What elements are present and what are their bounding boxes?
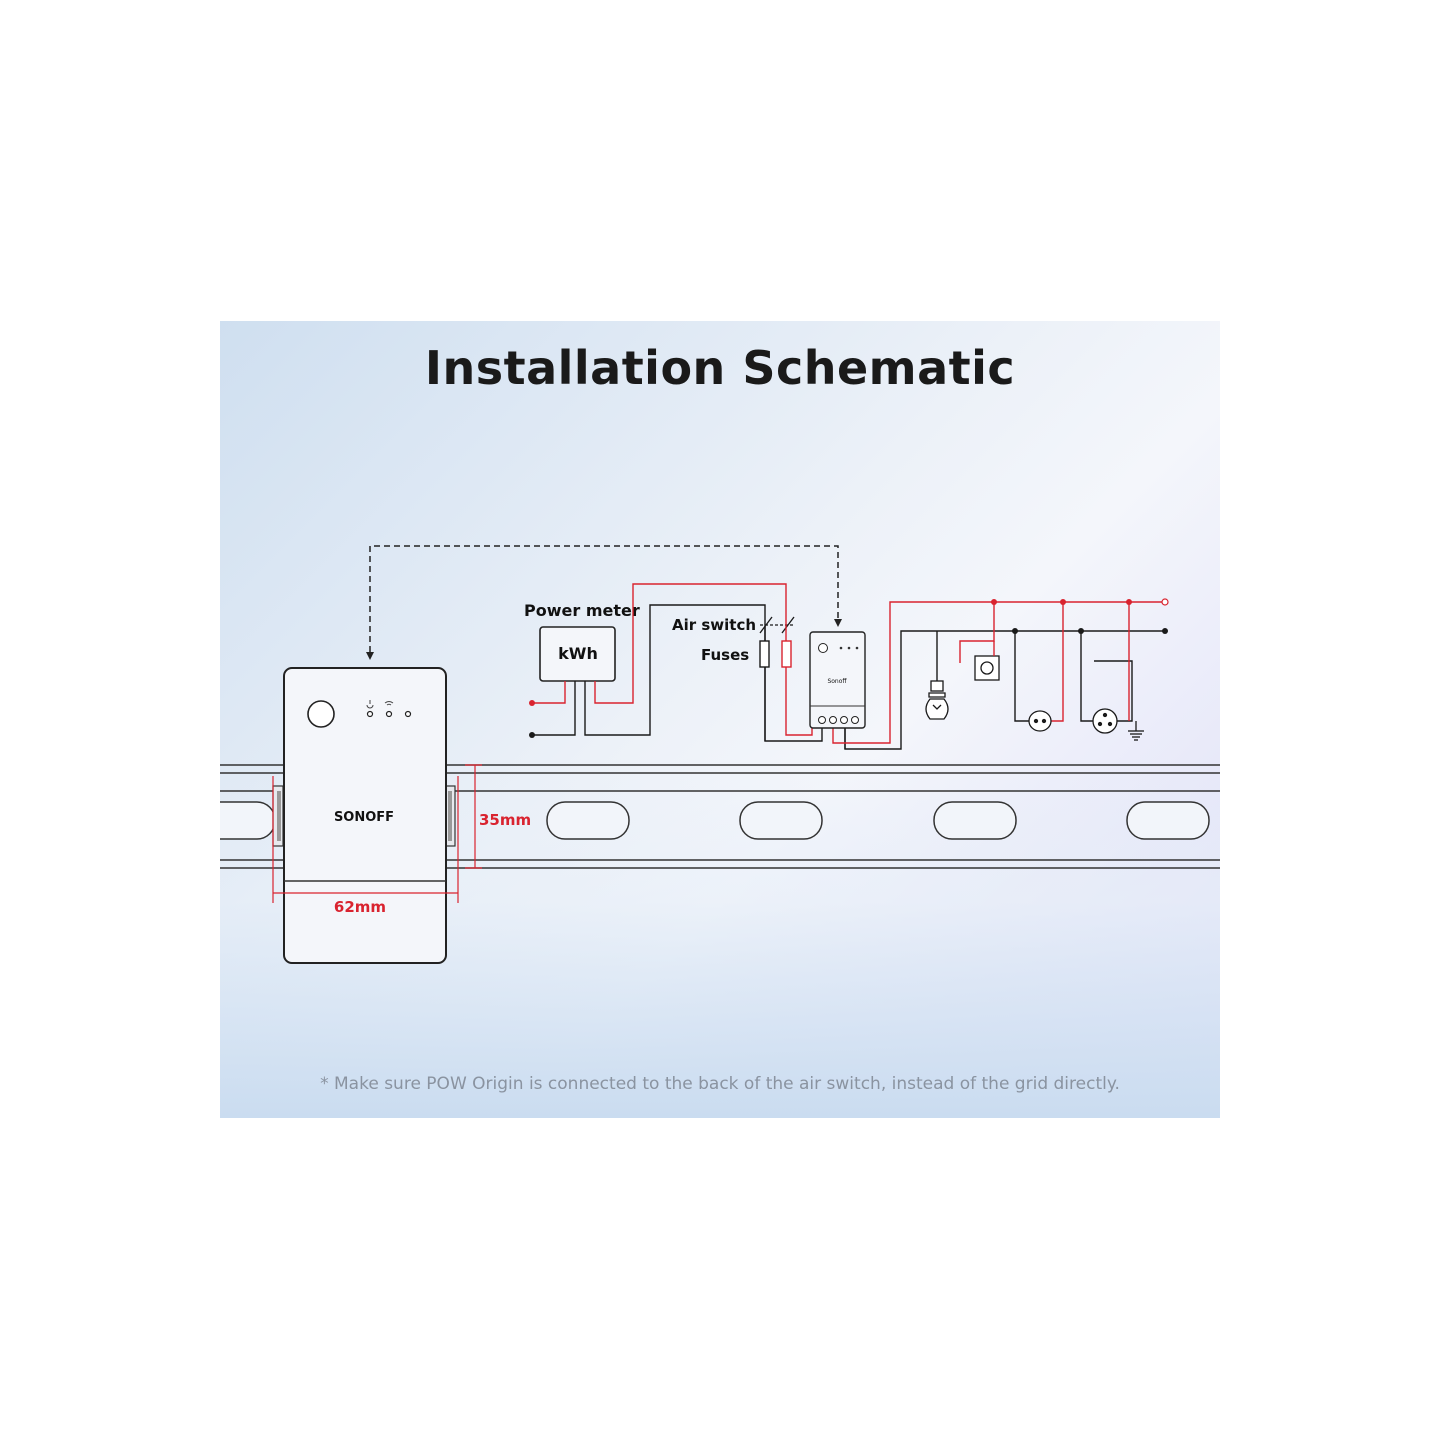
live-wiring [532,583,1165,744]
power-meter-box [539,626,616,682]
schematic-diagram: SONOFF 62mm 35mm Power meter kWh [220,545,1220,964]
height-dimension [465,764,482,869]
socket-icon [1028,710,1052,732]
height-dimension-label: 35mm [479,811,531,829]
air-switch-icon [759,616,795,634]
light-bulb-icon [925,680,949,720]
air-switch-label: Air switch [672,616,756,634]
brand-logo: SONOFF [334,810,394,825]
button-icon [307,700,335,728]
grounded-socket-icon [1092,708,1118,734]
neutral-wiring [532,604,1165,750]
pow-origin-small-device [809,631,866,729]
rail-slot [546,801,630,840]
fuses-label: Fuses [701,646,749,664]
wifi-led-icon [385,710,393,718]
dashed-link-arrow [369,545,839,652]
pow-origin-device [272,667,456,964]
installation-footnote: * Make sure POW Origin is connected to t… [320,1074,1120,1094]
power-led-icon [366,710,374,718]
ground-icon [1128,721,1144,741]
arrowhead-down-icon [834,619,842,627]
power-meter-label: Power meter [524,601,640,620]
kwh-label: kWh [558,644,598,663]
rail-slot [933,801,1017,840]
rail-slot [1126,801,1210,840]
page-title: Installation Schematic [424,341,1016,395]
small-brand-logo: Sonoff [827,678,847,685]
installation-panel: Installation Schematic [220,321,1220,1118]
status-led-icon [404,710,412,718]
rail-slot [739,801,823,840]
switch-box-icon [974,655,1000,681]
width-dimension-label: 62mm [334,898,386,916]
arrowhead-down-icon [366,652,374,660]
width-dimension [272,776,459,903]
